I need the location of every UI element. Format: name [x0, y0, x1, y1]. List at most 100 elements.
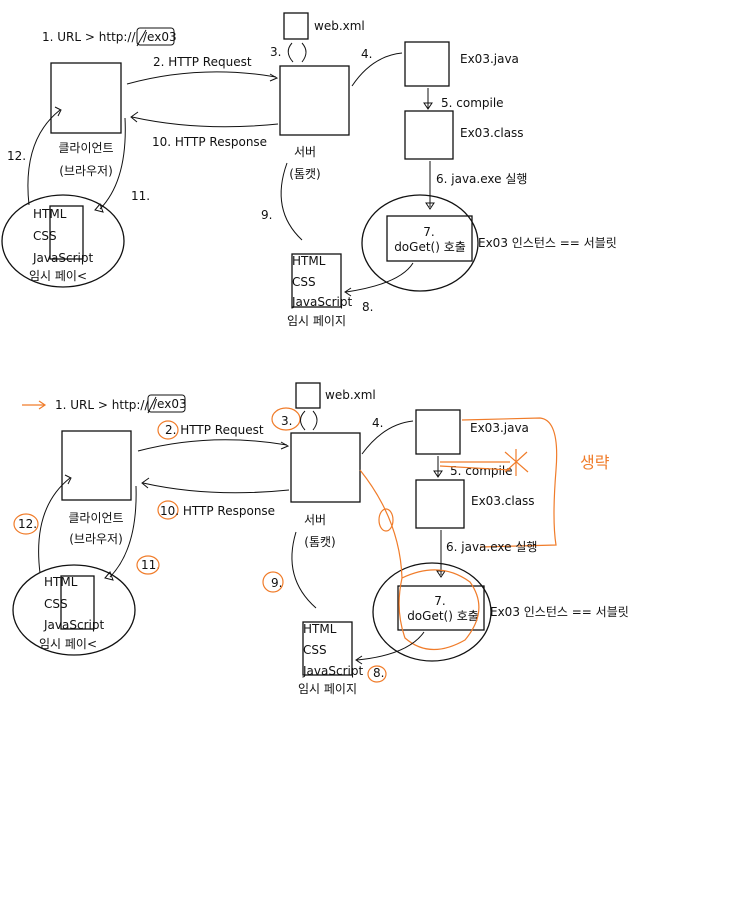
instance-label: Ex03 인스턴스 == 서블릿 — [478, 236, 617, 250]
client-box-2 — [61, 430, 132, 501]
server-sublabel: (톰캣) — [289, 167, 320, 181]
webxml-label-2: web.xml — [325, 388, 376, 402]
client-page-css: CSS — [33, 229, 57, 243]
servlet-instance-ellipse-2 — [372, 562, 492, 662]
step4-arrow-2 — [361, 420, 414, 455]
client-page-html-2: HTML — [44, 575, 78, 589]
step12-arrow-2 — [38, 477, 71, 574]
client-temp-page-label: 임시 페이< — [29, 269, 87, 283]
http-response-arrowhead-2 — [141, 477, 150, 489]
step12-arrow — [27, 109, 61, 206]
annot-circle-step9 — [262, 571, 284, 593]
http-request-arrowhead-2 — [280, 441, 290, 450]
step11-label-2: 11. — [141, 558, 160, 572]
annot-strike-compile — [439, 449, 529, 476]
step4-arrow — [351, 52, 403, 87]
step12-label-2: 12. — [18, 517, 37, 531]
java-file-label-2: Ex03.java — [470, 421, 529, 435]
step3-arrow-up-2 — [300, 410, 306, 431]
url-step-label: 1. URL > http:// — [42, 30, 136, 44]
client-temp-page-box — [49, 205, 84, 260]
java-file-box — [404, 41, 450, 87]
client-page-html: HTML — [33, 207, 67, 221]
url-slash-mark — [136, 29, 147, 47]
step8-label: 8. — [362, 300, 373, 314]
http-request-label-2: 2. HTTP Request — [165, 423, 264, 437]
annot-arrowhead-step1 — [38, 400, 47, 410]
url-path-label-2: /ex03 — [153, 397, 187, 411]
client-temp-page-ellipse — [1, 194, 125, 288]
step8-label-2: 8. — [373, 666, 384, 680]
instance-label-2: Ex03 인스턴스 == 서블릿 — [490, 605, 629, 619]
url-path-box — [136, 27, 175, 46]
step11-arrow-2 — [109, 485, 137, 578]
server-temp-page-label: 임시 페이지 — [287, 314, 346, 328]
server-temp-page-box — [291, 253, 342, 308]
url-slash-mark-2 — [147, 396, 157, 414]
client-temp-page-box-2 — [60, 575, 95, 630]
http-response-label: 10. HTTP Response — [152, 135, 267, 149]
annot-circle-step11 — [136, 555, 160, 575]
annot-circle-step3 — [271, 407, 301, 431]
compile-label: 5. compile — [441, 96, 504, 110]
step12-arrowhead — [54, 106, 62, 117]
step8-arrow-2 — [356, 631, 425, 661]
client-page-js-2: JavaScript — [43, 618, 104, 632]
step9-arrow-2 — [291, 531, 317, 609]
client-box — [50, 62, 122, 134]
step11-arrowhead — [94, 203, 104, 213]
annot-circle-step10 — [157, 500, 179, 520]
http-request-arrow-2 — [137, 439, 288, 452]
server-box-2 — [290, 432, 361, 503]
client-sublabel-2: (브라우저) — [69, 532, 123, 546]
url-path-box-2 — [147, 394, 186, 413]
java-exe-arrowhead — [425, 202, 435, 210]
client-label: 클라이언트 — [58, 141, 113, 155]
server-page-js: JavaScript — [291, 295, 352, 309]
class-file-label: Ex03.class — [460, 126, 524, 140]
annot-circle-step8 — [367, 665, 387, 683]
annot-circle-step12 — [13, 513, 39, 535]
server-label: 서버 — [294, 145, 316, 159]
server-page-css-2: CSS — [303, 643, 327, 657]
annot-line-server-to-doget — [359, 469, 403, 579]
server-temp-page-box-2 — [302, 621, 353, 676]
step8-arrowhead — [344, 287, 352, 297]
server-temp-page-label-2: 임시 페이지 — [298, 682, 357, 696]
step7-label: 7. — [423, 225, 434, 239]
annot-scribble-step7 — [398, 569, 480, 651]
client-label-2: 클라이언트 — [68, 511, 123, 525]
doget-box — [386, 215, 473, 262]
doget-label-2: doGet() 호출 — [407, 609, 479, 623]
annot-bracket — [461, 417, 558, 548]
http-response-label-2: 10. HTTP Response — [160, 504, 275, 518]
step11-arrowhead-2 — [104, 571, 114, 581]
compile-label-2: 5. compile — [450, 464, 513, 478]
omitted-note: 생략 — [580, 453, 610, 472]
server-page-html-2: HTML — [303, 622, 337, 636]
server-box — [279, 65, 350, 136]
doget-box-2 — [397, 585, 485, 631]
class-file-box — [404, 110, 454, 160]
http-response-arrow-2 — [142, 482, 290, 494]
step9-arrow — [280, 162, 303, 241]
step12-arrowhead-2 — [64, 474, 72, 485]
step3-arrow-down-2 — [312, 410, 318, 431]
client-page-js: JavaScript — [32, 251, 93, 265]
servlet-instance-ellipse — [361, 194, 479, 292]
step4-label: 4. — [361, 47, 372, 61]
server-page-js-2: JavaScript — [302, 664, 363, 678]
class-file-label-2: Ex03.class — [471, 494, 535, 508]
step3-label: 3. — [270, 45, 281, 59]
step9-label-2: 9. — [271, 576, 282, 590]
webxml-box — [283, 12, 309, 40]
server-sublabel-2: (톰캣) — [304, 535, 335, 549]
url-path-label: /ex03 — [143, 30, 177, 44]
diagram-bottom: 1. URL > http:// /ex03 클라이언트 (브라우저) 2. H… — [12, 382, 629, 696]
server-label-2: 서버 — [304, 513, 326, 527]
step3-label-2: 3. — [281, 414, 292, 428]
class-file-box-2 — [415, 479, 465, 529]
server-page-css: CSS — [292, 275, 316, 289]
step11-label: 11. — [131, 189, 150, 203]
